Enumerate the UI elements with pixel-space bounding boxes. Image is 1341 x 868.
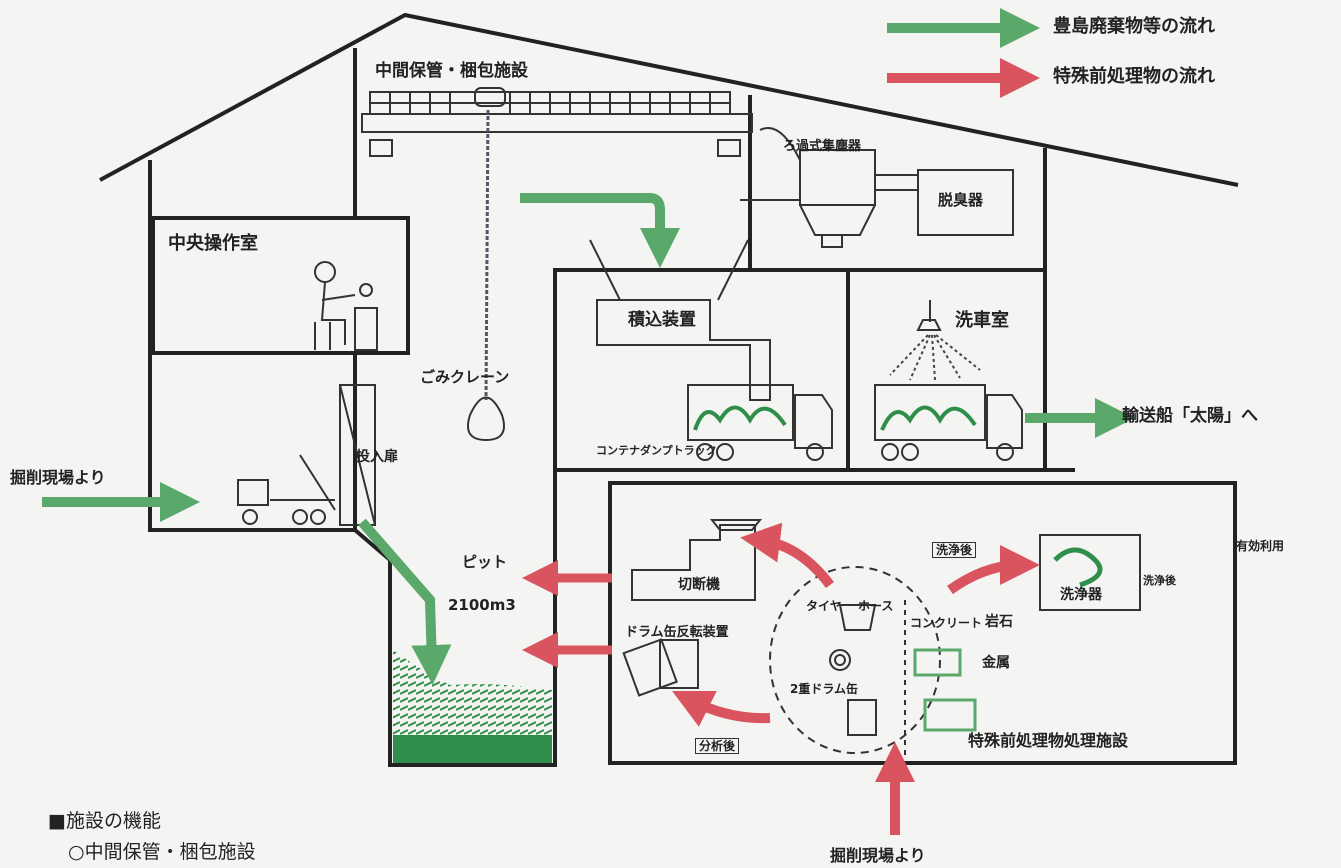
crane-cable: [484, 109, 490, 401]
special-facility-label: 特殊前処理物処理施設: [968, 731, 1129, 750]
pit-capacity: 2100m3: [448, 596, 516, 614]
from-site-bottom-label: 掘削現場より: [830, 846, 926, 865]
functions-heading: ■施設の機能: [48, 810, 161, 832]
container-dump-label: コンテナダンプトラック: [596, 444, 717, 457]
crane-label: ごみクレーン: [420, 368, 510, 386]
flow-arrow-hopper: [520, 193, 680, 268]
functions-item-1: ○中間保管・梱包施設: [68, 841, 256, 863]
bag-filter-label: ろ過式集塵器: [783, 139, 862, 154]
red-arrow-drum: [672, 691, 771, 727]
after-wash-tag: 洗浄後: [932, 542, 977, 558]
hose-label: ホース: [858, 599, 894, 613]
flow-arrow-chute: [358, 518, 452, 685]
washer-label: 洗浄器: [1060, 587, 1102, 603]
loading-device-label: 積込装置: [628, 310, 696, 330]
pit-label: ピット: [462, 553, 508, 571]
tire-label: タイヤ: [806, 599, 842, 613]
rock-label: 岩石: [985, 614, 1013, 630]
concrete-label: コンクリート: [910, 616, 983, 630]
control-room-box: [151, 216, 410, 355]
after-cleaning-label: 洗浄後: [1143, 574, 1176, 587]
legend-special-flow: 特殊前処理物の流れ: [1053, 66, 1215, 87]
metal-label: 金属: [982, 655, 1010, 671]
cutter-label: 切断機: [678, 577, 720, 593]
car-wash-label: 洗車室: [955, 310, 1009, 331]
reuse-label: 有効利用: [1236, 539, 1285, 553]
roof-line: [99, 12, 1239, 187]
deodorizer-label: 脱臭器: [938, 191, 984, 209]
red-arrow-washer: [947, 545, 1040, 595]
left-wing: [148, 160, 355, 532]
red-arrow-cutter: [740, 522, 834, 589]
double-drum-label: 2重ドラム缶: [790, 682, 858, 696]
from-site-left-label: 掘削現場より: [10, 468, 106, 487]
control-room-label: 中央操作室: [168, 233, 258, 254]
sorting-zone: [769, 566, 941, 754]
legend-waste-flow: 豊島廃棄物等の流れ: [1053, 16, 1215, 37]
ship-label: 輸送船「太陽」へ: [1122, 406, 1258, 426]
separation-tag: 分析後: [695, 738, 740, 754]
crane-grab: [467, 396, 505, 442]
drum-inverter-label: ドラム缶反転装置: [625, 625, 729, 640]
special-facility-box: [608, 481, 1237, 765]
hopper-label: 投入扉: [356, 449, 398, 465]
storage-facility-label: 中間保管・梱包施設: [375, 61, 528, 81]
